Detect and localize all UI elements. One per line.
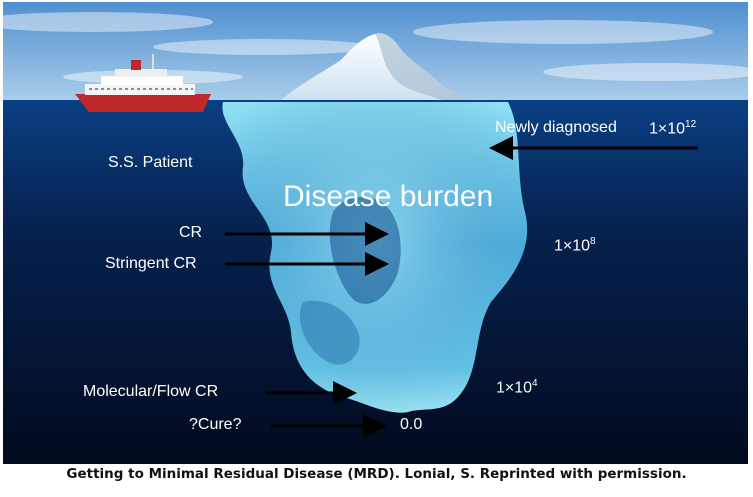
figure-caption: Getting to Minimal Residual Disease (MRD… [0,466,753,482]
ss-patient-label: S.S. Patient [108,154,193,172]
value-1e8: 1×108 [554,236,596,255]
value-1e12: 1×1012 [649,119,696,138]
value-1e4: 1×104 [496,378,538,397]
newly-diagnosed-label: Newly diagnosed [495,119,617,137]
cure-label: ?Cure? [189,416,241,434]
disease-burden-title: Disease burden [283,180,493,214]
iceberg-scene: Disease burden S.S. Patient Newly diagno… [3,2,748,464]
molecular-flow-cr-label: Molecular/Flow CR [83,383,218,401]
cr-label: CR [179,224,202,242]
value-zero: 0.0 [400,416,422,434]
stringent-cr-label: Stringent CR [105,255,197,273]
